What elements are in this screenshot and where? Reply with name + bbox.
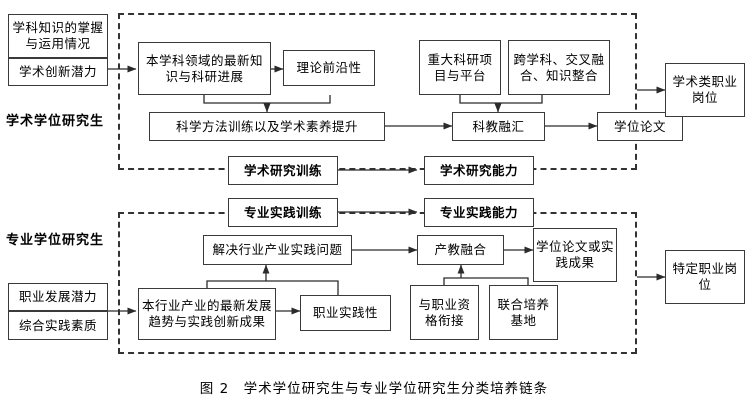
academic-outcome-position: 学术类职业岗位 — [665, 63, 745, 117]
academic-process-knowledge: 本学科领域的最新知识与科研进展 — [138, 42, 271, 95]
academic-input-1: 学科知识的掌握与运用情况 — [8, 14, 108, 58]
professional-input-2: 综合实践素质 — [8, 311, 108, 340]
professional-process-joint-training-base: 联合培养基地 — [489, 285, 558, 340]
professional-process-industry-trends: 本行业产业的最新发展趋势与实践创新成果 — [138, 288, 276, 340]
academic-input-2: 学术创新潜力 — [8, 58, 108, 86]
professional-dashed-region — [118, 212, 637, 354]
professional-track-label: 专业学位研究生 — [6, 233, 105, 248]
professional-process-qualification-link: 与职业资格衔接 — [410, 285, 479, 340]
professional-practice-capability: 专业实践能力 — [424, 198, 534, 227]
academic-track-label: 学术学位研究生 — [6, 114, 105, 129]
academic-process-research-education-fusion: 科教融汇 — [452, 112, 545, 141]
academic-process-method-training: 科学方法训练以及学术素养提升 — [149, 112, 385, 141]
professional-input-1: 职业发展潜力 — [8, 283, 108, 311]
professional-process-thesis-or-outcome: 学位论文或实践成果 — [533, 228, 617, 282]
academic-process-interdisciplinary: 跨学科、交叉融合、知识整合 — [508, 40, 610, 95]
professional-process-vocational-practicality: 职业实践性 — [300, 295, 391, 331]
figure-caption: 图 2 学术学位研究生与专业学位研究生分类培养链条 — [199, 381, 549, 397]
academic-research-capability: 学术研究能力 — [424, 156, 534, 185]
professional-process-industry-problem: 解决行业产业实践问题 — [203, 235, 352, 265]
academic-dashed-region — [118, 13, 637, 170]
academic-research-training: 学术研究训练 — [228, 156, 338, 185]
professional-process-industry-education-fusion: 产教融合 — [417, 235, 504, 265]
academic-process-major-projects: 重大科研项目与平台 — [419, 40, 501, 95]
academic-process-theory-frontier: 理论前沿性 — [283, 50, 375, 86]
professional-practice-training: 专业实践训练 — [228, 198, 338, 227]
professional-outcome-position: 特定职业岗位 — [665, 250, 745, 304]
